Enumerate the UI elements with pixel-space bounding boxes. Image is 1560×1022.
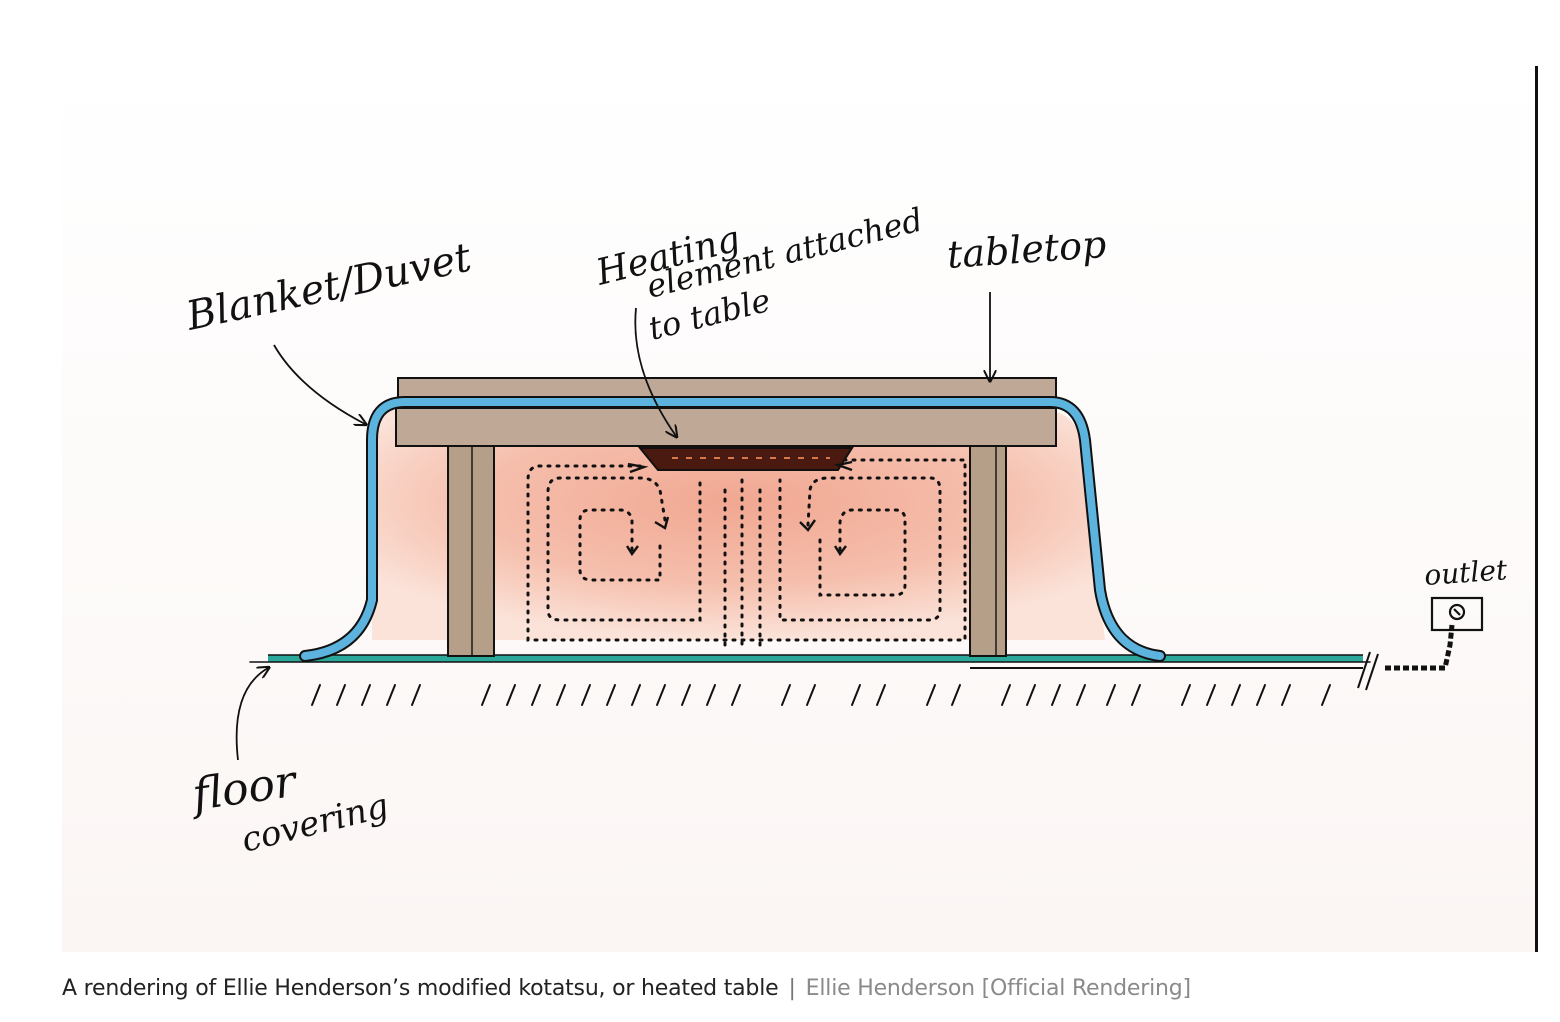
floor-arrow <box>235 668 268 761</box>
right-border-rule <box>1535 66 1538 952</box>
ground-hatching <box>249 661 1371 706</box>
caption-credit: Ellie Henderson [Official Rendering] <box>805 976 1191 1001</box>
floor-covering <box>268 655 1363 662</box>
warm-air-region <box>372 410 1105 640</box>
table-leg-right <box>969 443 1007 657</box>
tabletop-upper <box>397 377 1057 399</box>
outlet-icon <box>1430 596 1484 632</box>
heating-arrow <box>634 307 676 436</box>
caption-separator: | <box>788 976 796 1001</box>
caption-text: A rendering of Ellie Henderson’s modifie… <box>62 976 779 1001</box>
power-cord <box>1357 624 1455 691</box>
convection-currents <box>526 458 967 647</box>
figure-caption: A rendering of Ellie Henderson’s modifie… <box>62 976 1191 1001</box>
table-leg-left <box>447 443 495 657</box>
tabletop-lower <box>395 407 1057 447</box>
blanket-arrow <box>273 344 365 424</box>
label-outlet: outlet <box>1423 553 1509 592</box>
